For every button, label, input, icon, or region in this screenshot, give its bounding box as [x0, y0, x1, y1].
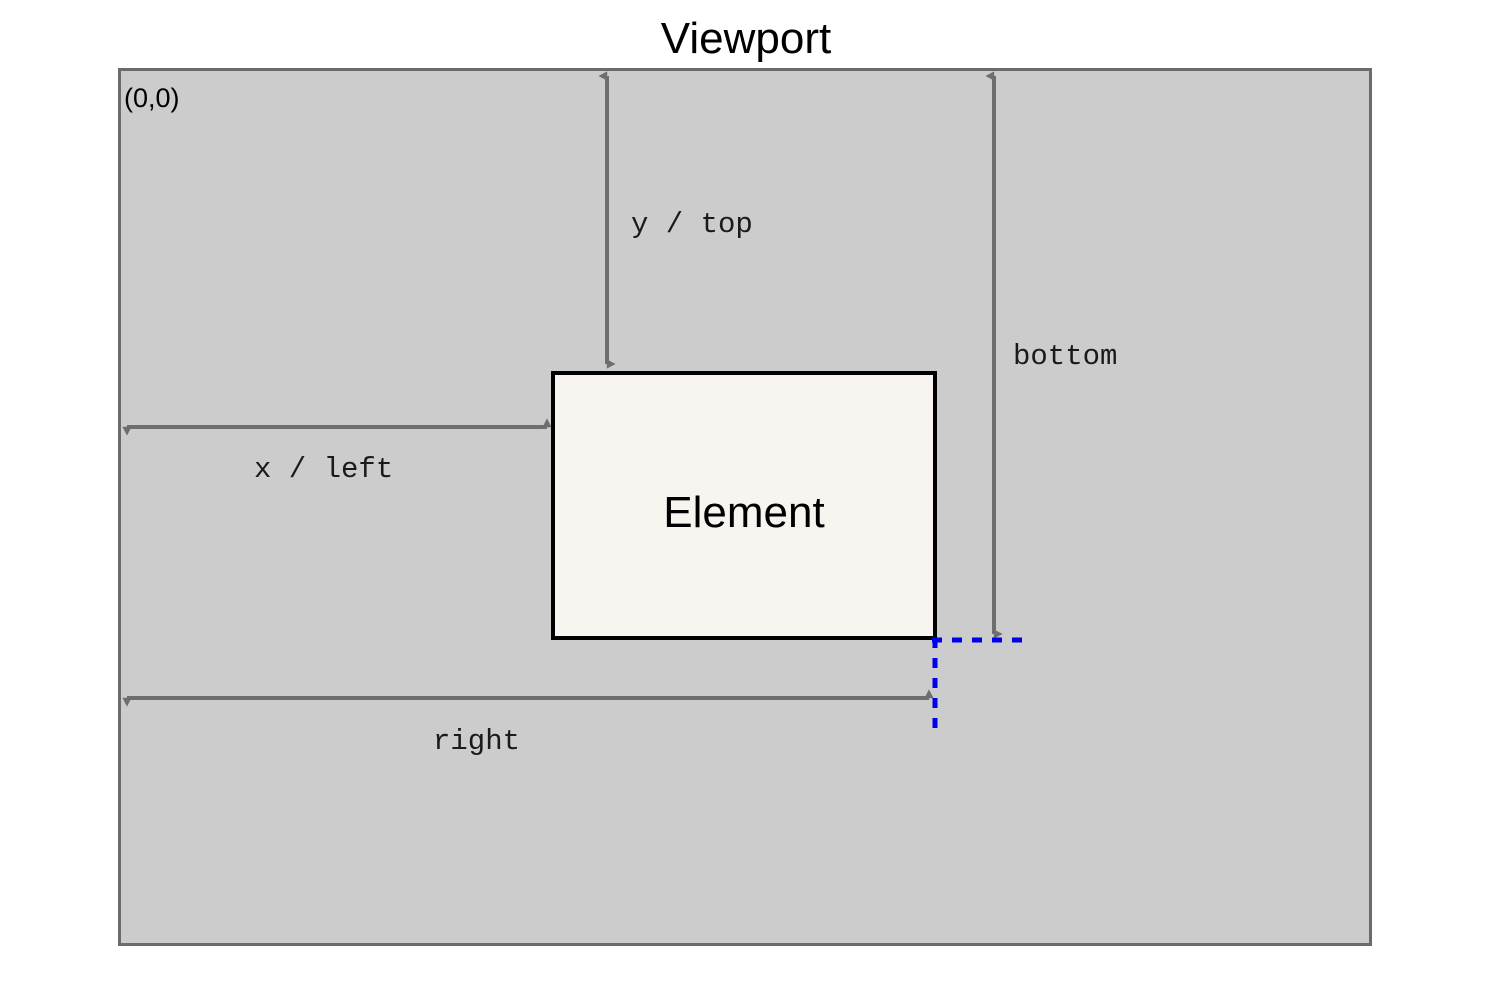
element-rect — [551, 371, 937, 640]
origin-label: (0,0) — [124, 83, 180, 113]
viewport-title: Viewport — [661, 14, 831, 63]
measurement-arrows — [122, 71, 1003, 707]
dimension-label-left: x / left — [254, 453, 393, 486]
element-label: Element — [663, 488, 824, 537]
dimension-label-top: y / top — [631, 208, 753, 241]
guide-lines — [932, 637, 1022, 728]
dimension-label-bottom: bottom — [1013, 340, 1117, 373]
dimension-label-right: right — [433, 725, 520, 758]
element-box: Element — [551, 371, 937, 640]
